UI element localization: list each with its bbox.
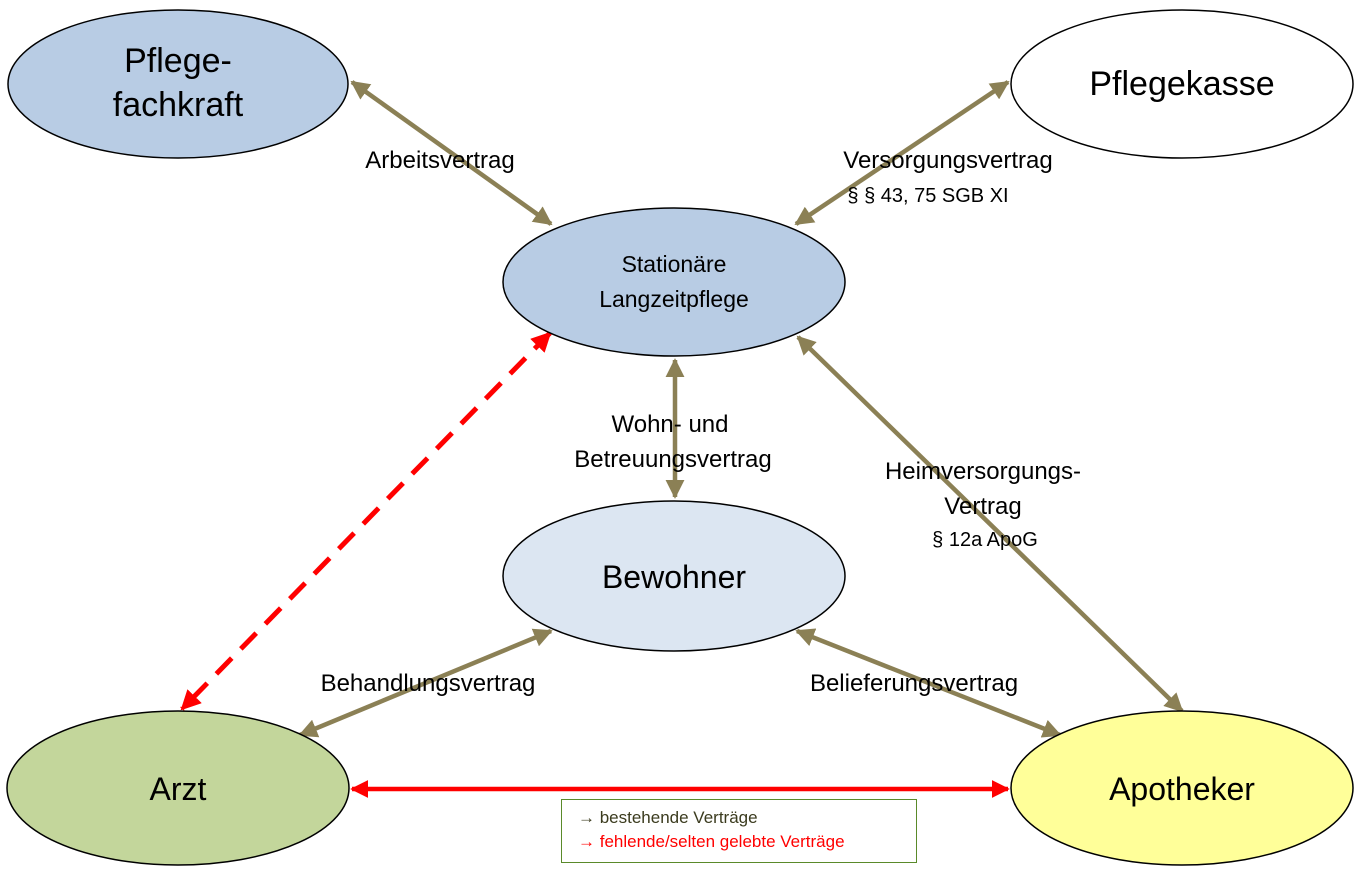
arrow-versorgungsvertrag: [794, 80, 1010, 226]
arrow-belieferungsvertrag: [795, 628, 1062, 738]
label-heimversorgung-line2: Vertrag: [944, 493, 1021, 520]
label-versorgungsvertrag: Versorgungsvertrag: [843, 147, 1052, 174]
label-behandlungsvertrag: Behandlungsvertrag: [321, 670, 536, 697]
label-versorgungsvertrag-paragraph: § § 43, 75 SGB XI: [847, 185, 1008, 207]
node-stationaer-line2: Langzeitpflege: [599, 286, 749, 312]
node-pflegekasse-label: Pflegekasse: [1089, 65, 1274, 103]
legend-missing-contracts: → fehlende/selten gelebte Verträge: [578, 832, 845, 851]
node-stationaer-line1: Stationäre: [622, 251, 727, 277]
label-wohnvertrag-line2: Betreuungsvertrag: [574, 446, 771, 473]
legend-existing-contracts: → bestehende Verträge: [578, 808, 758, 827]
arrow-arzt-stationaer-missing: [180, 331, 552, 711]
node-bewohner-label: Bewohner: [602, 559, 746, 595]
node-arzt: Arzt: [6, 710, 350, 866]
node-pflegekasse: Pflegekasse: [1010, 9, 1354, 159]
label-wohnvertrag-line1: Wohn- und: [612, 411, 729, 438]
label-heimversorgung-line1: Heimversorgungs-: [885, 458, 1081, 485]
node-stationaer: Stationäre Langzeitpflege: [502, 207, 846, 357]
node-pflegefachkraft-line2: fachkraft: [113, 86, 244, 124]
node-apotheker-label: Apotheker: [1109, 771, 1255, 807]
node-arzt-label: Arzt: [150, 771, 207, 807]
arrow-heimversorgung: [796, 335, 1184, 713]
label-belieferungsvertrag: Belieferungsvertrag: [810, 670, 1018, 697]
node-pflegefachkraft-line1: Pflege-: [124, 42, 232, 80]
node-pflegefachkraft: Pflege- fachkraft: [7, 9, 349, 159]
node-apotheker: Apotheker: [1010, 710, 1354, 866]
label-heimversorgung-paragraph: § 12a ApoG: [932, 529, 1038, 551]
label-arbeitsvertrag: Arbeitsvertrag: [365, 147, 514, 174]
legend-box: → bestehende Verträge → fehlende/selten …: [561, 799, 917, 863]
arrow-arbeitsvertrag: [350, 80, 553, 226]
node-bewohner: Bewohner: [502, 500, 846, 652]
